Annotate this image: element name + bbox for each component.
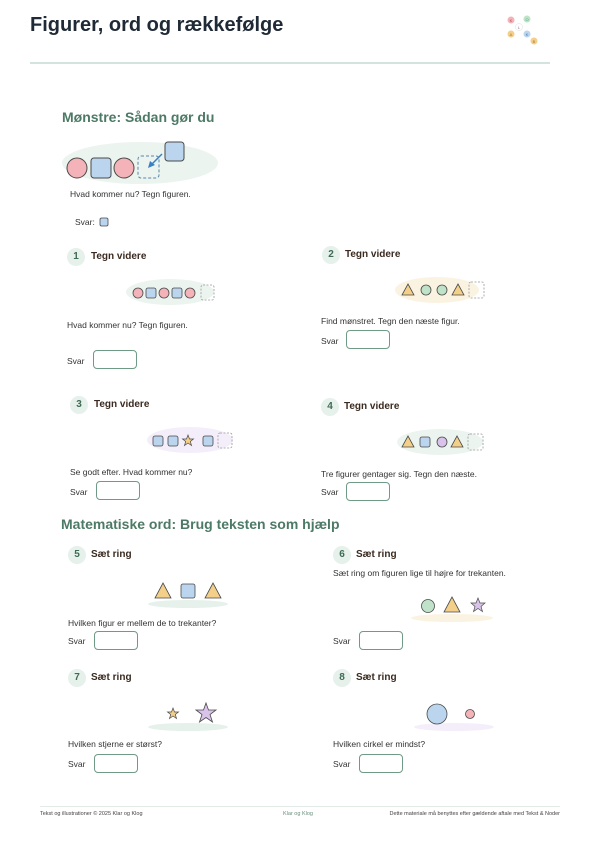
task-number-5: 5 [68,546,86,564]
task-number-4: 4 [321,398,339,416]
example-question: Hvad kommer nu? Tegn figuren. [70,189,191,199]
task-8-figure [414,703,494,731]
task-heading-1: Tegn videre [91,251,147,262]
task-answer-box-7[interactable] [94,754,138,773]
task-answer-box-4[interactable] [346,482,390,501]
task-number-2: 2 [322,246,340,264]
task-number-1: 1 [67,248,85,266]
task-answer-label-7: Svar [68,759,86,769]
example-answer-label: Svar: [75,217,95,227]
footer-copyright: Tekst og illustrationer © 2025 Klar og K… [40,811,143,817]
task-answer-label-2: Svar [321,336,339,346]
footer-divider [40,806,560,807]
task-text-4: Tre figurer gentager sig. Tegn den næste… [321,469,477,479]
task-answer-box-8[interactable] [359,754,403,773]
task-answer-label-8: Svar [333,759,351,769]
task-heading-5: Sæt ring [91,549,132,560]
task-number-8: 8 [333,669,351,687]
task-text-8: Hvilken cirkel er mindst? [333,739,426,749]
logo-letter: B [533,39,536,44]
page-title: Figurer, ord og rækkefølge [30,14,284,36]
task-answer-box-3[interactable] [96,481,140,500]
logo-letter: A [510,32,513,37]
footer-brand: Klar og Klog [283,811,313,817]
task-number-6: 6 [333,546,351,564]
task-answer-label-3: Svar [70,487,88,497]
task-text-3: Se godt efter. Hvad kommer nu? [70,467,193,477]
logo-icon: K O L A K B [507,15,538,45]
task-answer-label-4: Svar [321,487,339,497]
header-divider [30,62,550,64]
task-answer-box-5[interactable] [94,631,138,650]
task-answer-label-5: Svar [68,636,86,646]
task-heading-6: Sæt ring [356,549,397,560]
task-answer-label-1: Svar [67,356,85,366]
task-answer-box-1[interactable] [93,350,137,369]
task-2-pattern [395,277,485,303]
task-heading-7: Sæt ring [91,672,132,683]
task-1-pattern [126,279,215,305]
task-answer-box-2[interactable] [346,330,390,349]
task-number-7: 7 [68,669,86,687]
task-text-6: Sæt ring om figuren lige til højre for t… [333,568,506,578]
task-4-pattern [397,429,484,455]
logo-letter: K [510,18,513,23]
task-text-2: Find mønstret. Tegn den næste figur. [321,316,460,326]
logo-letter: L [518,25,521,30]
task-6-figure [411,596,493,622]
task-answer-label-6: Svar [333,636,351,646]
task-heading-8: Sæt ring [356,672,397,683]
task-5-figure [148,582,228,608]
section-heading-patterns: Mønstre: Sådan gør du [62,109,215,125]
example-answer-square-icon [99,217,109,227]
task-answer-box-6[interactable] [359,631,403,650]
task-text-7: Hvilken stjerne er størst? [68,739,162,749]
task-heading-3: Tegn videre [94,399,150,410]
task-3-pattern [147,427,233,453]
example-pattern-figure [62,141,218,184]
footer-license: Dette materiale må benyttes efter gælden… [389,811,561,817]
logo-letter: K [526,32,529,37]
logo-letter: O [525,17,528,22]
section-heading-math-words: Matematiske ord: Brug teksten som hjælp [61,516,340,532]
task-number-3: 3 [70,396,88,414]
task-heading-4: Tegn videre [344,401,400,412]
task-heading-2: Tegn videre [345,249,401,260]
task-7-figure [148,701,228,731]
task-text-5: Hvilken figur er mellem de to trekanter? [68,618,217,628]
task-text-1: Hvad kommer nu? Tegn figuren. [67,320,188,330]
